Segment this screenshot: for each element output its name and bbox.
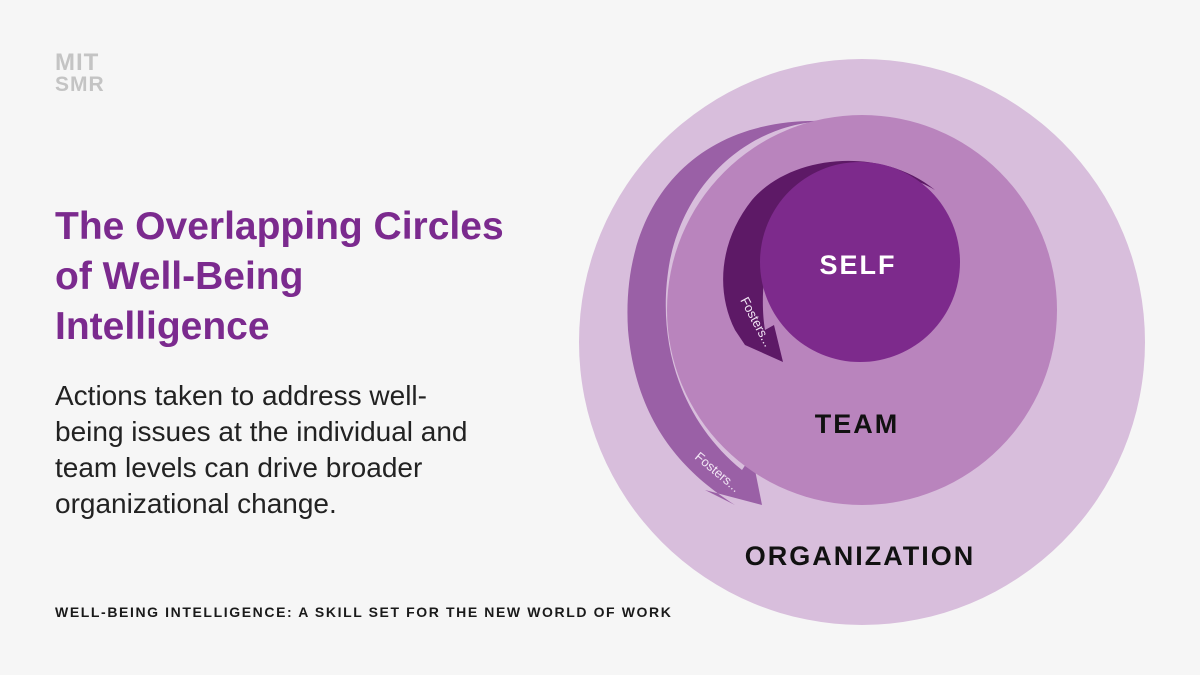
self-label: SELF xyxy=(819,250,896,280)
logo-line-mit: MIT xyxy=(55,49,100,76)
mit-smr-logo: MIT SMR xyxy=(55,49,105,96)
outer-fosters-arrow xyxy=(627,120,840,505)
team-label: TEAM xyxy=(815,409,900,439)
page-subtitle: Actions taken to address well-being issu… xyxy=(55,380,468,519)
self-circle xyxy=(760,162,960,362)
organization-label: ORGANIZATION xyxy=(745,541,975,571)
logo-line-smr: SMR xyxy=(55,73,105,96)
series-footer: WELL-BEING INTELLIGENCE: A SKILL SET FOR… xyxy=(55,604,673,620)
page-title: The Overlapping Circles of Well-Being In… xyxy=(55,205,504,348)
